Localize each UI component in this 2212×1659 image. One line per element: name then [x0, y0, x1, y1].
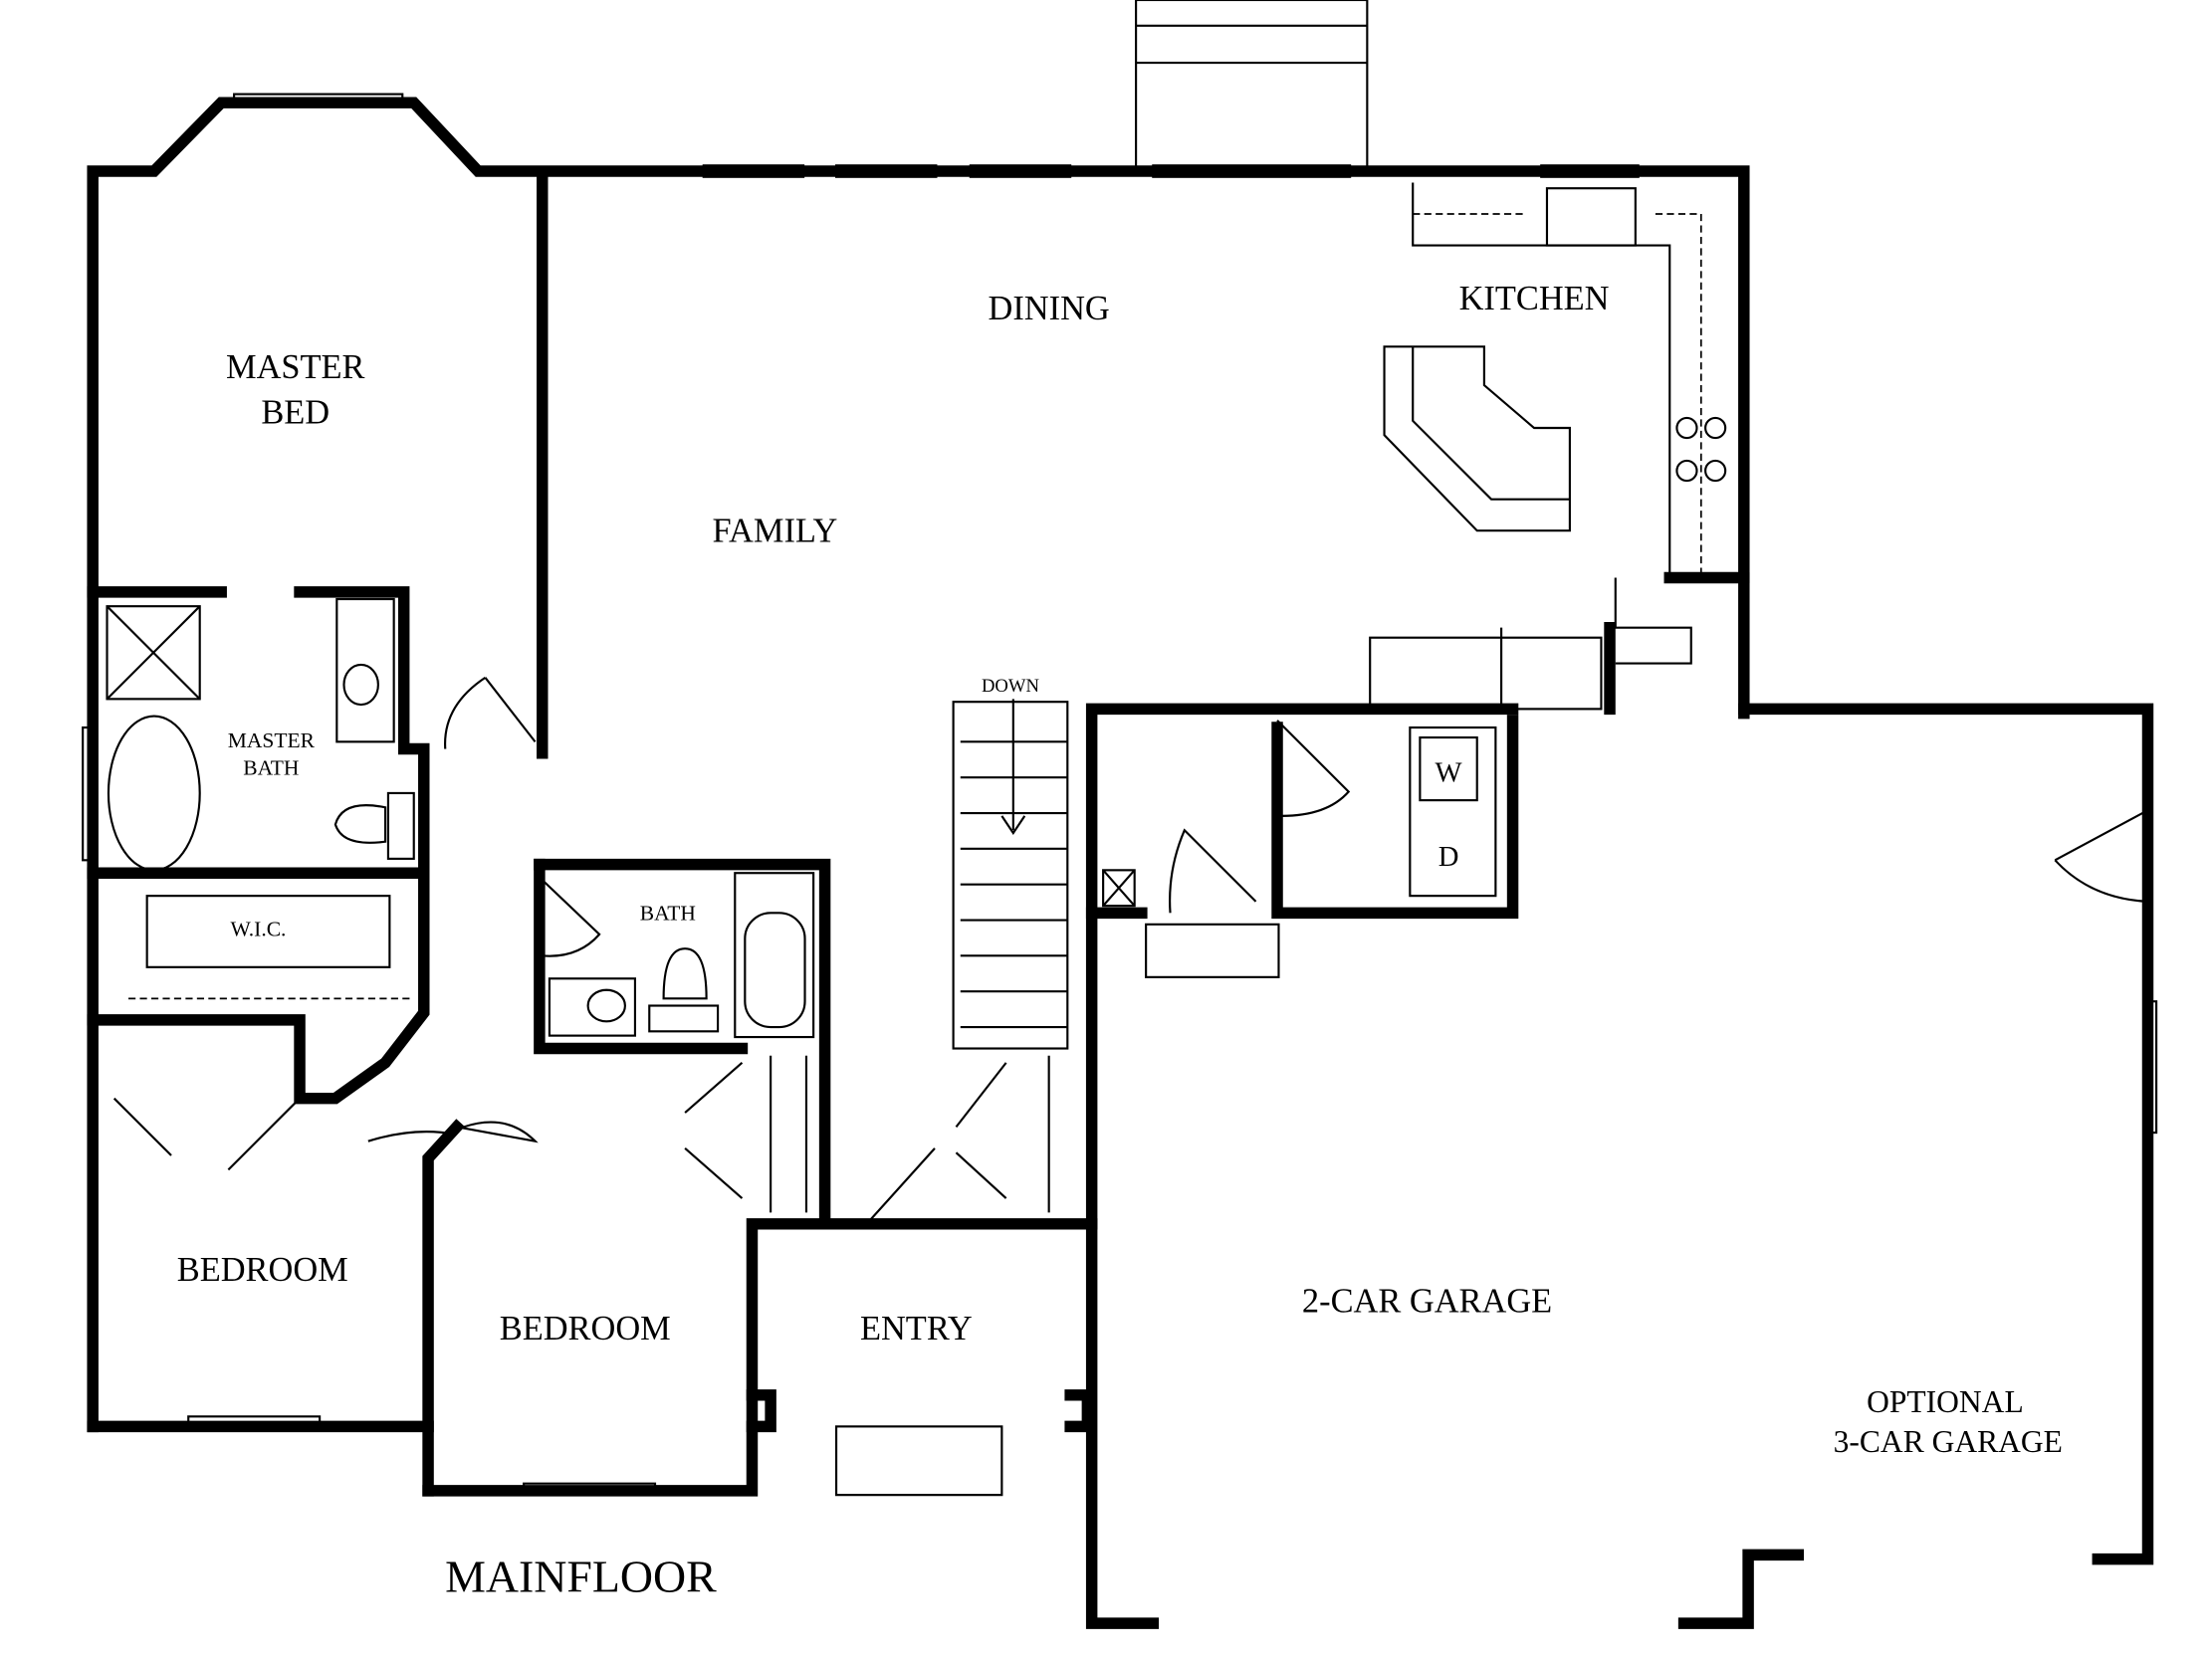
room-labels: MASTER BED DINING KITCHEN FAMILY MASTER …: [177, 280, 2063, 1602]
room-label-entry: ENTRY: [860, 1310, 973, 1348]
room-label-family: FAMILY: [712, 513, 837, 550]
room-label-master-bed: MASTER: [226, 348, 365, 386]
room-label-optional: OPTIONAL: [1867, 1384, 2024, 1419]
room-label-wic: W.I.C.: [230, 917, 286, 940]
stairs-label: DOWN: [982, 676, 1039, 697]
walls: [87, 97, 2154, 1629]
room-label-dining: DINING: [989, 290, 1110, 327]
room-label-bedroom-1: BEDROOM: [177, 1251, 348, 1289]
washer-label: W: [1436, 756, 1462, 788]
room-label-bedroom-2: BEDROOM: [500, 1310, 671, 1348]
room-label-master-bath: MASTER: [228, 728, 316, 752]
room-label-master-bed-2: BED: [261, 394, 330, 432]
room-label-bath: BATH: [640, 902, 696, 926]
room-label-kitchen: KITCHEN: [1459, 280, 1610, 317]
dryer-label: D: [1438, 841, 1459, 873]
room-label-optional-2: 3-CAR GARAGE: [1834, 1424, 2063, 1459]
plan-title: MAINFLOOR: [445, 1552, 717, 1602]
stair-treads: [960, 699, 1068, 1029]
room-label-master-bath-2: BATH: [243, 755, 299, 779]
room-label-garage: 2-CAR GARAGE: [1302, 1283, 1552, 1321]
fixtures: [82, 0, 2158, 1497]
